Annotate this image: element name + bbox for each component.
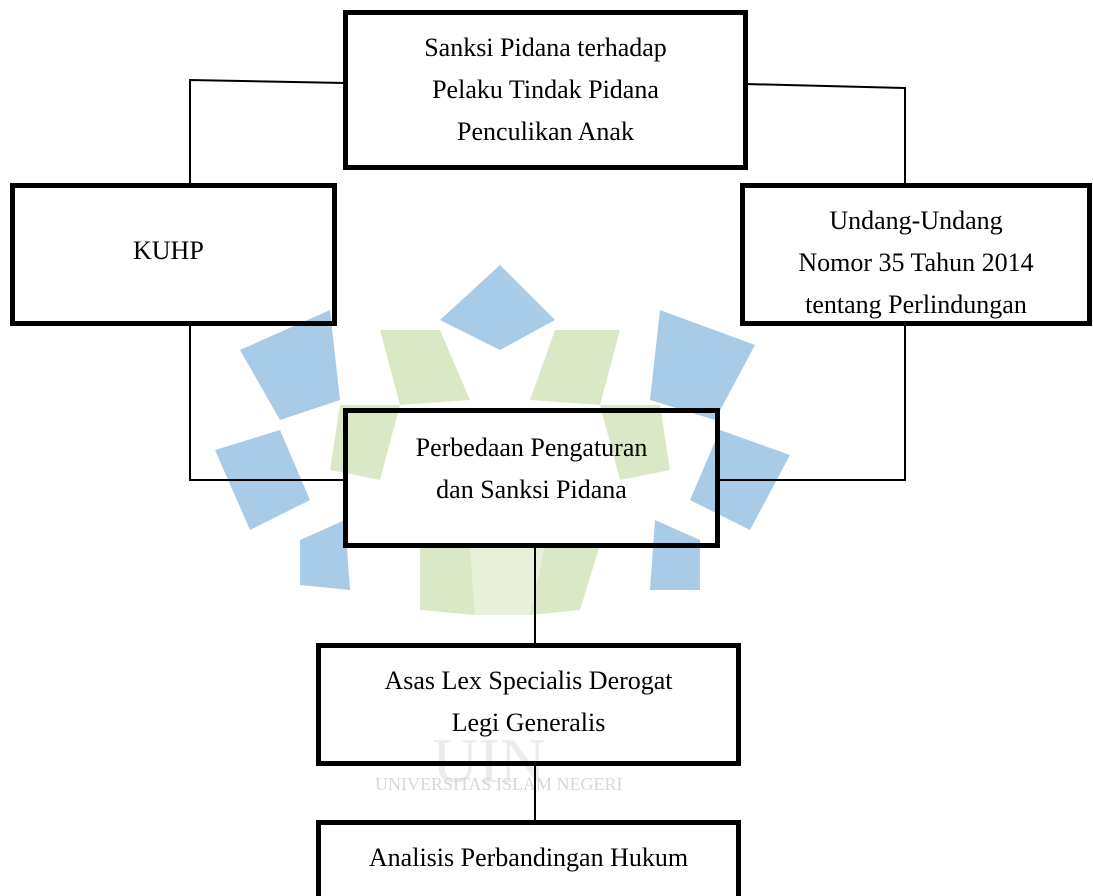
watermark-caption: UNIVERSITAS ISLAM NEGERI	[375, 774, 623, 794]
watermark-petal-green-top-left	[380, 330, 470, 405]
watermark-petal-green-center	[470, 545, 545, 615]
box-sanksi-pidana-penculikan: Sanksi Pidana terhadap Pelaku Tindak Pid…	[343, 10, 748, 170]
connector-top-to-uu	[744, 83, 906, 185]
connector-uu-to-center	[720, 325, 906, 481]
watermark-letters: UIN	[432, 725, 546, 796]
watermark-petal-green-bottom-left	[420, 545, 475, 615]
connector-lines	[189, 78, 906, 822]
watermark-petal-blue-top	[440, 265, 555, 350]
watermark-petal-blue-upper-right	[650, 310, 755, 420]
watermark-petal-blue-lower-left	[300, 520, 350, 590]
watermark-petal-blue-lower-right	[650, 520, 700, 590]
watermark-petal-green-bottom-right	[530, 545, 600, 615]
box-perbedaan-pengaturan: Perbedaan Pengaturan dan Sanksi Pidana	[343, 408, 720, 548]
box-kuhp: KUHP	[10, 183, 337, 326]
watermark-petal-blue-upper-left	[240, 310, 340, 420]
watermark-petal-green-right	[600, 405, 670, 480]
watermark-petal-green-top-right	[530, 330, 620, 405]
box-analisis-perbandingan-hukum: Analisis Perbandingan Hukum	[316, 820, 741, 896]
box-asas-lex-specialis: Asas Lex Specialis Derogat Legi Generali…	[316, 643, 741, 766]
connector-kuhp-to-center	[189, 325, 345, 481]
connector-top-to-kuhp	[189, 78, 346, 185]
box-undang-undang-35-2014: Undang-Undang Nomor 35 Tahun 2014 tentan…	[740, 183, 1092, 326]
